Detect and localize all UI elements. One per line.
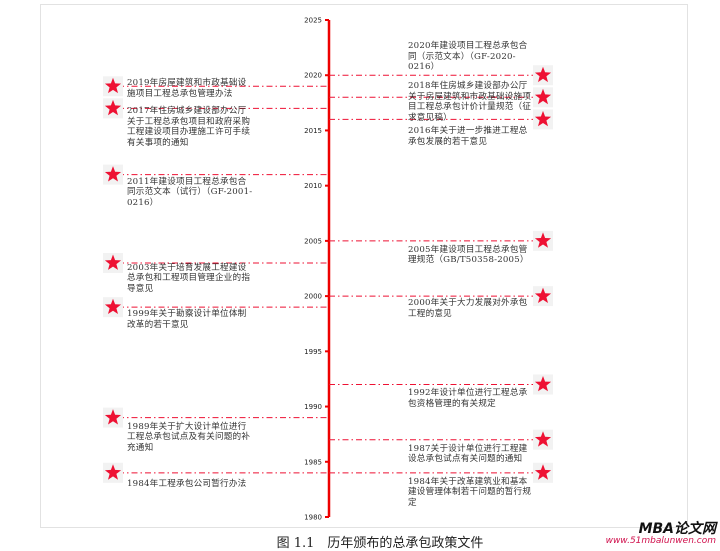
star-icon bbox=[534, 66, 552, 83]
axis-tick-label: 2025 bbox=[304, 17, 322, 25]
star-icon bbox=[104, 409, 122, 425]
event-label-2016: 2016年关于进一步推进工程总承包发展的若干意见 bbox=[408, 126, 528, 147]
event-label-2019: 2019年房屋建筑和市政基础设施项目工程总承包管理办法 bbox=[127, 78, 247, 99]
star-icon bbox=[104, 464, 122, 480]
event-label-2000: 2000年关于大力发展对外承包工程的意见 bbox=[408, 298, 528, 319]
event-label-2017: 2017年住房城乡建设部办公厅关于工程总承包项目和政府采购工程建设项目办理施工许… bbox=[127, 106, 251, 148]
event-label-1984: 1984年工程承包公司暂行办法 bbox=[127, 478, 247, 489]
star-icon bbox=[534, 232, 552, 248]
star-icon bbox=[534, 287, 552, 303]
event-label-1989: 1989年关于扩大设计单位进行工程总承包试点及有关问题的补充通知 bbox=[127, 421, 251, 453]
event-label-2003: 2003年关于培育发展工程建设总承包和工程项目管理企业的指导意见 bbox=[127, 262, 251, 294]
star-icon bbox=[104, 298, 122, 314]
figure-caption: 图 1.1 历年颁布的总承包政策文件 bbox=[276, 536, 484, 551]
watermark-url: www.51mbalunwen.com bbox=[605, 536, 716, 546]
axis-tick-label: 2010 bbox=[304, 182, 322, 190]
star-icon bbox=[534, 464, 552, 480]
star-icon bbox=[104, 254, 122, 270]
axis-tick-label: 2005 bbox=[304, 237, 322, 245]
axis-tick-label: 1995 bbox=[304, 348, 322, 356]
axis-tick-label: 2015 bbox=[304, 127, 322, 135]
event-label-2018: 2018年住房城乡建设部办公厅关于房屋建筑和市政基础设施项目工程总承包计价计量规… bbox=[408, 81, 532, 123]
star-icon bbox=[104, 166, 122, 182]
axis-tick-label: 1980 bbox=[304, 514, 322, 522]
event-label-1984: 1984年关于改革建筑业和基本建设管理体制若干问题的暂行规定 bbox=[408, 476, 532, 508]
star-icon bbox=[534, 376, 552, 392]
event-label-1992: 1992年设计单位进行工程总承包资格管理的有关规定 bbox=[408, 388, 528, 409]
event-label-2011: 2011年建设项目工程总承包合同示范文本（试行）（GF-2001-0216） bbox=[127, 176, 253, 208]
star-icon bbox=[534, 88, 552, 105]
star-icon bbox=[104, 77, 122, 94]
star-icon bbox=[534, 110, 552, 127]
event-label-2005: 2005年建设项目工程总承包管理规范（GB/T50358-2005） bbox=[408, 244, 529, 266]
event-label-1999: 1999年关于勘察设计单位体制改革的若干意见 bbox=[127, 309, 247, 330]
axis-tick-label: 2020 bbox=[304, 72, 322, 80]
figure-frame bbox=[40, 4, 688, 528]
axis-tick-label: 1985 bbox=[304, 458, 322, 466]
star-icon bbox=[534, 431, 552, 447]
axis-tick-label: 2000 bbox=[304, 293, 322, 301]
watermark-logo: MBA论文网 bbox=[638, 521, 716, 537]
event-label-2020: 2020年建设项目工程总承包合同（示范文本）（GF-2020-0216） bbox=[408, 41, 528, 73]
event-label-1987: 1987关于设计单位进行工程建设总承包试点有关问题的通知 bbox=[408, 443, 528, 465]
star-icon bbox=[104, 99, 122, 116]
axis-tick-label: 1990 bbox=[304, 403, 322, 411]
